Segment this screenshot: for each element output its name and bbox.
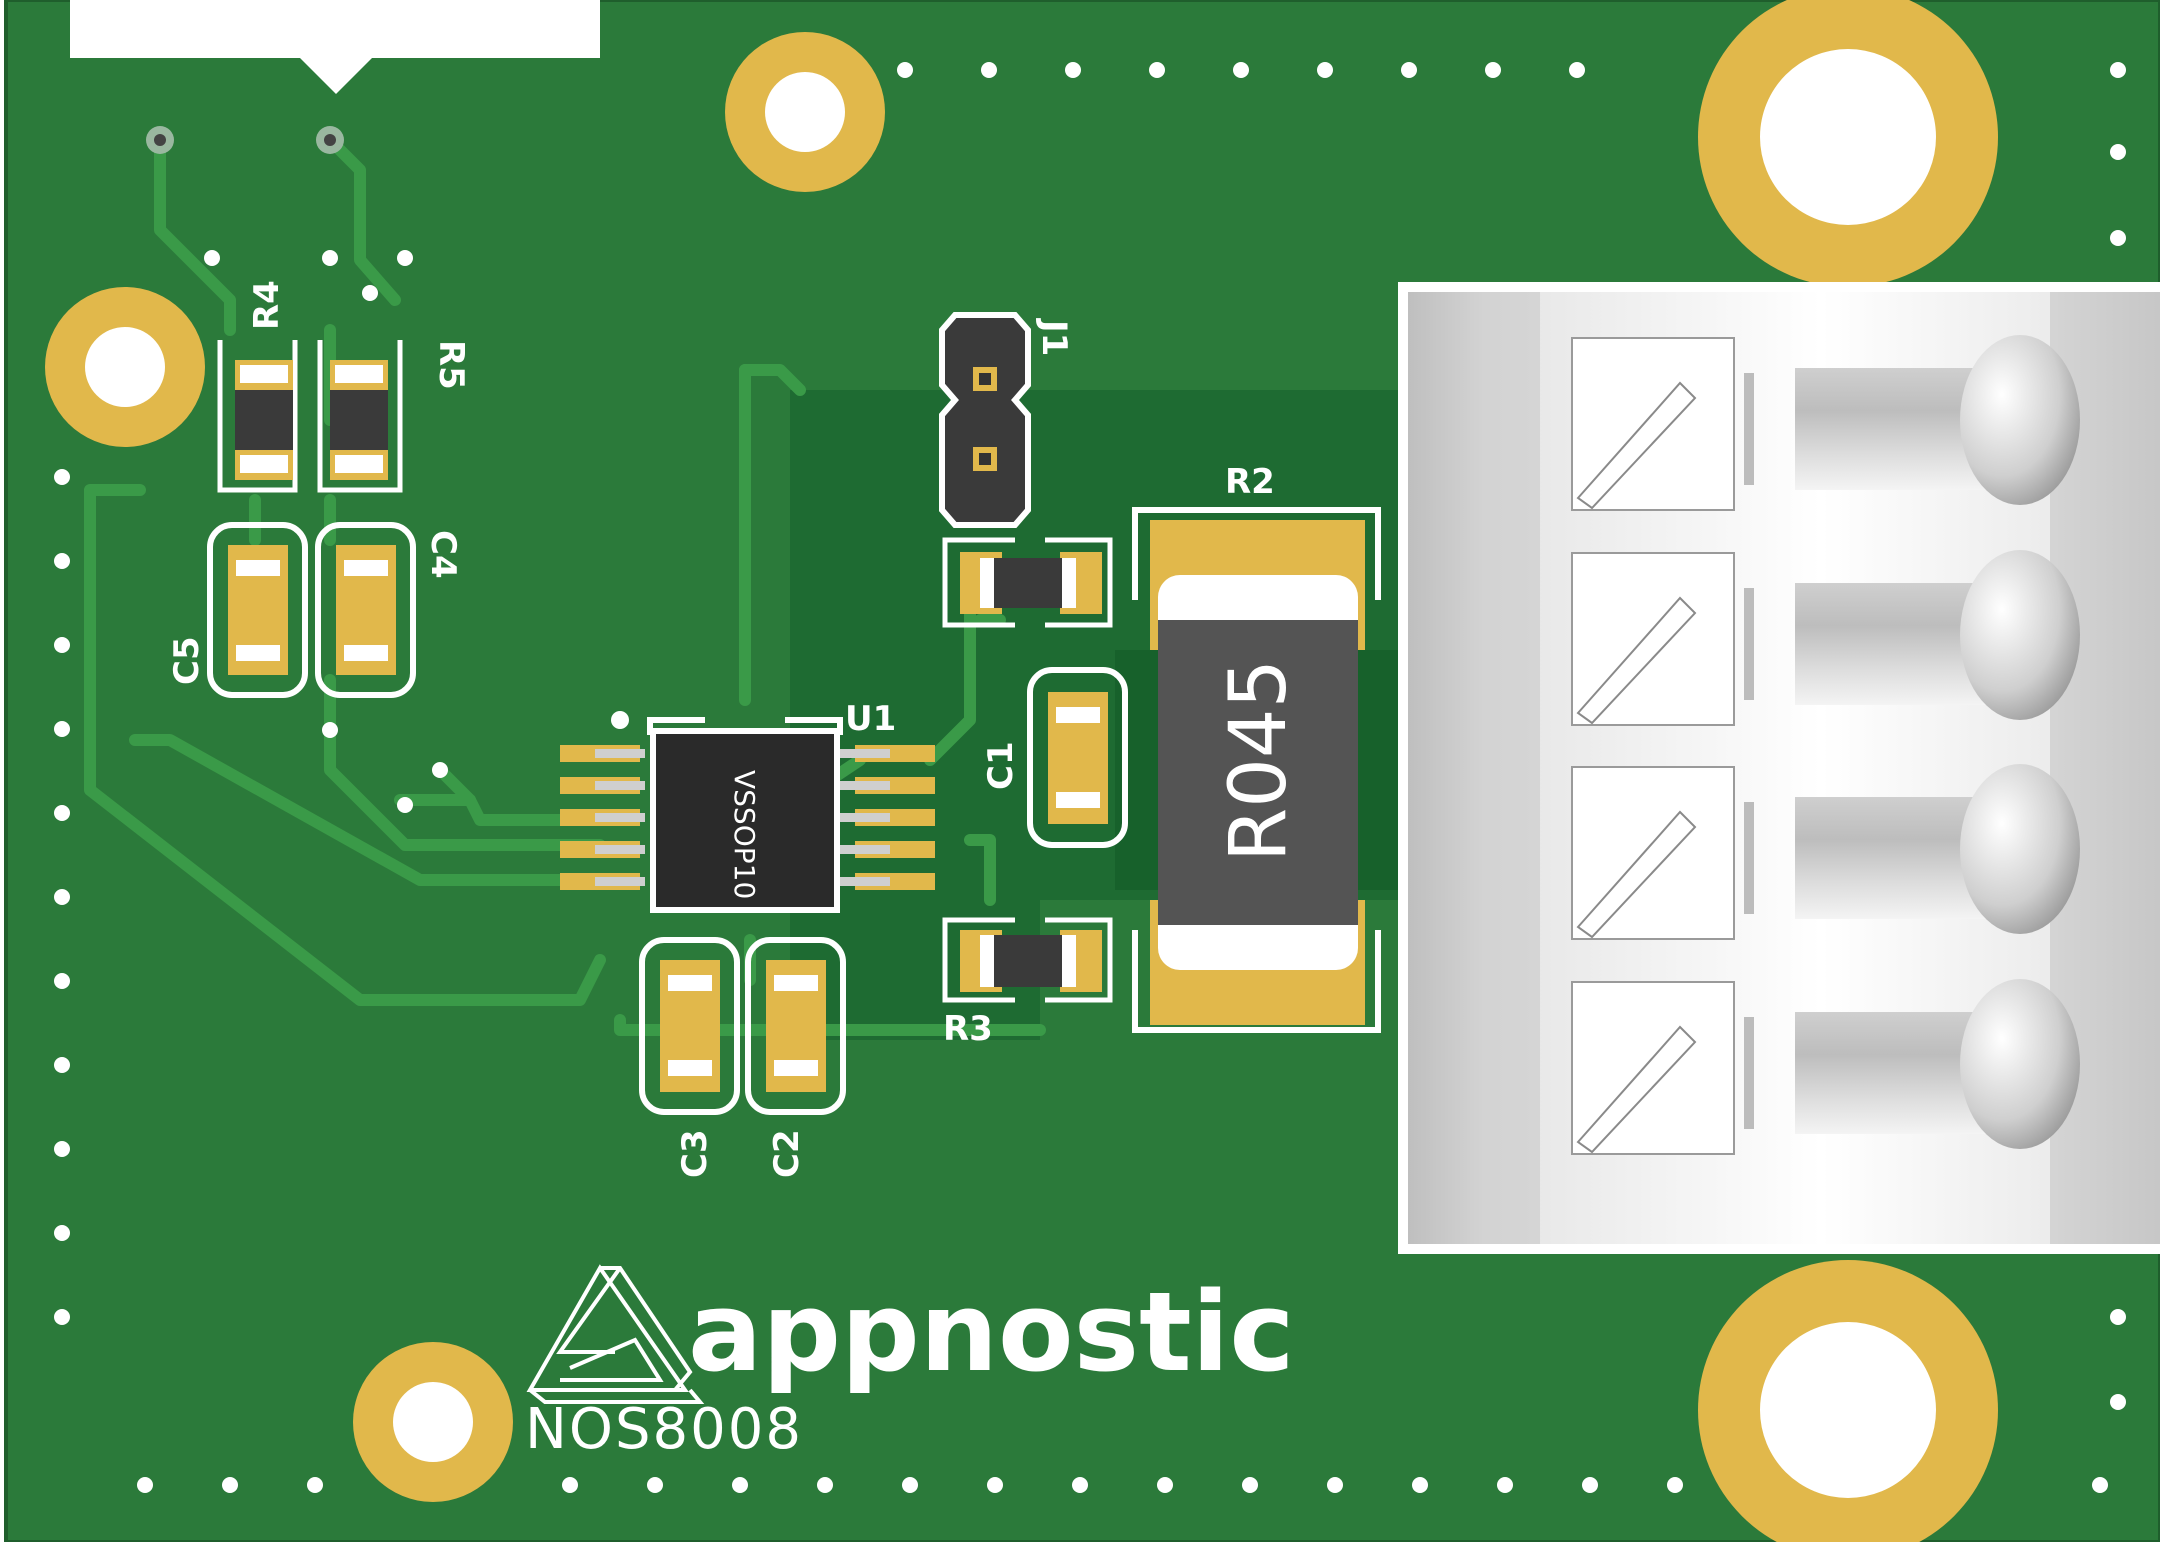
via bbox=[1412, 1477, 1428, 1493]
label-j1: J1 bbox=[1034, 318, 1074, 356]
brand-name: appnostic bbox=[688, 1268, 1295, 1396]
capacitor-c1 bbox=[1027, 667, 1128, 848]
via bbox=[1569, 62, 1585, 78]
capacitor-c5 bbox=[207, 522, 308, 698]
resistor-r2 bbox=[1132, 507, 1381, 1033]
resistor-r4 bbox=[217, 340, 298, 493]
via bbox=[1327, 1477, 1343, 1493]
via bbox=[432, 762, 448, 778]
via bbox=[54, 637, 70, 653]
via bbox=[897, 62, 913, 78]
resistor-r5 bbox=[317, 340, 403, 493]
via bbox=[1667, 1477, 1683, 1493]
via bbox=[1157, 1477, 1173, 1493]
capacitor-c4 bbox=[315, 522, 416, 698]
ic-u1 bbox=[560, 711, 935, 913]
via bbox=[54, 1225, 70, 1241]
label-c5: C5 bbox=[167, 636, 207, 685]
via bbox=[2110, 62, 2126, 78]
via bbox=[2110, 1394, 2126, 1410]
via bbox=[1065, 62, 1081, 78]
via bbox=[54, 469, 70, 485]
via bbox=[1582, 1477, 1598, 1493]
via bbox=[2110, 1309, 2126, 1325]
via-grid bbox=[54, 62, 2126, 1493]
label-r3: R3 bbox=[943, 1009, 993, 1049]
via bbox=[1497, 1477, 1513, 1493]
terminal-slot bbox=[1571, 979, 2080, 1155]
via bbox=[204, 250, 220, 266]
capacitor-c2 bbox=[745, 937, 846, 1115]
via bbox=[54, 1141, 70, 1157]
via bbox=[1401, 62, 1417, 78]
via bbox=[54, 721, 70, 737]
via bbox=[2092, 1477, 2108, 1493]
label-u1: U1 bbox=[845, 699, 896, 739]
via bbox=[54, 889, 70, 905]
via bbox=[397, 797, 413, 813]
label-c2: C2 bbox=[767, 1129, 807, 1178]
resistor-upper bbox=[942, 537, 1113, 628]
via bbox=[1072, 1477, 1088, 1493]
via bbox=[54, 973, 70, 989]
label-r4: R4 bbox=[247, 280, 287, 330]
via bbox=[54, 1309, 70, 1325]
pcb-traces bbox=[84, 134, 1046, 1036]
board-model: NOS8008 bbox=[525, 1397, 803, 1462]
terminal-slot bbox=[1571, 764, 2080, 940]
via bbox=[732, 1477, 748, 1493]
silk-tab bbox=[70, 0, 600, 94]
via bbox=[2110, 230, 2126, 246]
via bbox=[902, 1477, 918, 1493]
via bbox=[137, 1477, 153, 1493]
label-r2: R2 bbox=[1225, 462, 1275, 502]
resistor-r3 bbox=[942, 917, 1113, 1003]
resistor-r2-marking: R045 bbox=[1214, 659, 1304, 862]
mounting-holes bbox=[45, 0, 1998, 1542]
impossible-triangle-logo bbox=[526, 1264, 705, 1404]
via bbox=[1242, 1477, 1258, 1493]
via bbox=[987, 1477, 1003, 1493]
via bbox=[322, 722, 338, 738]
via bbox=[2110, 144, 2126, 160]
via bbox=[1485, 62, 1501, 78]
via bbox=[647, 1477, 663, 1493]
via bbox=[362, 285, 378, 301]
ic-u1-marking: VSSOP10 bbox=[728, 770, 761, 899]
via bbox=[817, 1477, 833, 1493]
terminal-slot bbox=[1571, 550, 2080, 726]
via bbox=[222, 1477, 238, 1493]
via bbox=[54, 805, 70, 821]
terminal-slot bbox=[1571, 335, 2080, 511]
label-c4: C4 bbox=[423, 530, 463, 579]
terminal-block bbox=[1398, 282, 2160, 1254]
label-r5: R5 bbox=[431, 340, 471, 390]
label-c3: C3 bbox=[675, 1129, 715, 1178]
via bbox=[981, 62, 997, 78]
via bbox=[54, 1057, 70, 1073]
jumper-j1 bbox=[939, 312, 1031, 528]
via bbox=[397, 250, 413, 266]
via bbox=[322, 250, 338, 266]
via bbox=[1317, 62, 1333, 78]
via bbox=[54, 553, 70, 569]
via bbox=[1149, 62, 1165, 78]
capacitor-c3 bbox=[639, 937, 740, 1115]
label-c1: C1 bbox=[981, 741, 1021, 790]
via bbox=[307, 1477, 323, 1493]
via bbox=[1233, 62, 1249, 78]
via bbox=[562, 1477, 578, 1493]
